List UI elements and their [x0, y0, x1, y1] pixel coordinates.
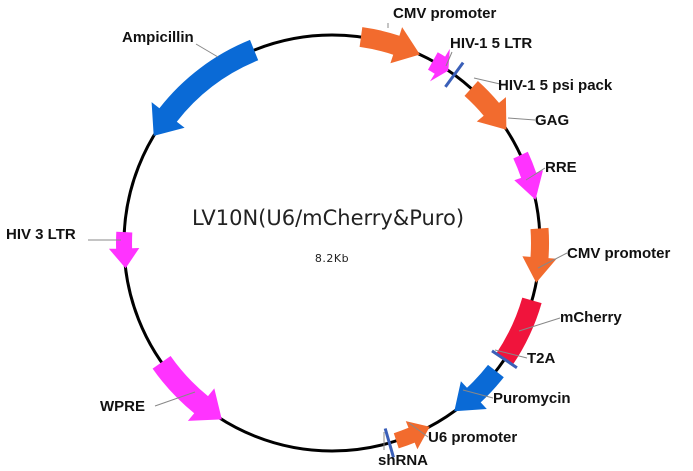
puromycin-leader-line [462, 389, 494, 399]
cmv-promoter-2-feature-arrow [522, 227, 557, 283]
hiv-3-ltr-label: HIV 3 LTR [6, 226, 76, 243]
cmv-promoter-2-leader-line [537, 252, 568, 269]
wpre-label: WPRE [100, 398, 145, 415]
u6-promoter-feature-arrow [393, 421, 430, 450]
cmv-promoter-2-label: CMV promoter [567, 245, 671, 262]
mcherry-leader-line [518, 317, 561, 332]
hiv1-5-psi-pack-leader-line [473, 77, 501, 85]
hiv-3-ltr-feature-arrow [108, 231, 140, 269]
wpre-leader-line [154, 391, 196, 407]
hiv1-5-ltr-leader-line [445, 51, 453, 67]
wpre-feature-arrow [152, 356, 222, 421]
gag-leader-line [507, 117, 536, 121]
u6-promoter-leader-line [408, 422, 429, 438]
hiv1-5-ltr-label: HIV-1 5 LTR [450, 35, 532, 52]
puromycin-feature-arrow [454, 364, 504, 412]
gag-feature-arrow [464, 81, 507, 130]
t2a-site-mark [491, 349, 518, 369]
mcherry-label: mCherry [560, 309, 622, 326]
shrna-site-mark [383, 428, 395, 458]
t2a-leader-line [494, 349, 528, 359]
cmv-promoter-1-feature-arrow [359, 27, 420, 64]
ampicillin-feature-arrow [151, 39, 259, 136]
hiv1-5-psi-pack-site-mark [444, 61, 465, 88]
plasmid-name: LV10N(U6/mCherry&Puro) [192, 206, 464, 230]
rre-label: RRE [545, 159, 577, 176]
shrna-label: shRNA [378, 452, 428, 469]
feature-layer [108, 27, 557, 458]
cmv-promoter-1-label: CMV promoter [393, 5, 497, 22]
hiv1-5-ltr-feature-arrow [428, 48, 450, 82]
t2a-label: T2A [527, 350, 556, 367]
hiv1-5-psi-pack-label: HIV-1 5 psi pack [498, 77, 613, 94]
ampicillin-leader-line [195, 43, 219, 58]
u6-promoter-label: U6 promoter [428, 429, 517, 446]
plasmid-size: 8.2Kb [315, 252, 349, 265]
mcherry-feature-arrow [496, 297, 542, 365]
rre-feature-arrow [513, 151, 543, 200]
gag-label: GAG [535, 112, 569, 129]
ampicillin-label: Ampicillin [122, 29, 194, 46]
rre-leader-line [525, 167, 546, 181]
puromycin-label: Puromycin [493, 390, 571, 407]
